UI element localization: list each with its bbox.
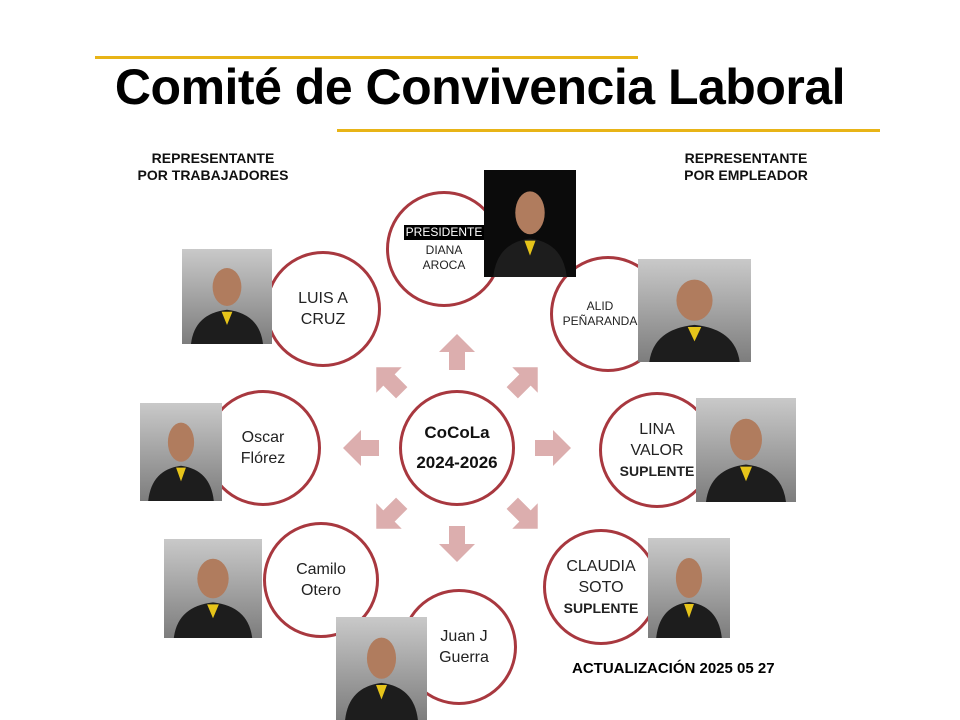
member-name: CLAUDIA (566, 557, 636, 575)
heading-line: POR EMPLEADOR (684, 167, 808, 183)
member-circle-claudia: CLAUDIA SOTO SUPLENTE (543, 529, 659, 645)
accent-line-top (95, 56, 638, 59)
arrow-icon (497, 352, 554, 409)
member-role: SUPLENTE (563, 599, 639, 616)
member-name: SOTO (578, 578, 624, 596)
member-name: Flórez (240, 450, 286, 467)
heading-line: POR TRABAJADORES (137, 167, 289, 183)
center-circle-cocola: CoCoLa 2024-2026 (399, 390, 515, 506)
arrow-icon (361, 488, 418, 545)
member-circle-luis: LUIS A CRUZ (265, 251, 381, 367)
member-name: PEÑARANDA (562, 314, 638, 328)
accent-line-bottom (337, 129, 880, 132)
member-name: Guerra (439, 649, 489, 666)
employer-heading: REPRESENTANTE POR EMPLEADOR (646, 150, 846, 184)
person-silhouette-icon (345, 637, 418, 720)
slide-title: Comité de Convivencia Laboral (114, 59, 846, 115)
member-name: VALOR (630, 441, 684, 459)
workers-heading: REPRESENTANTE POR TRABAJADORES (113, 150, 313, 184)
member-name: AROCA (422, 258, 466, 272)
heading-line: REPRESENTANTE (151, 150, 275, 166)
photo-alid (638, 259, 751, 362)
photo-juan (336, 617, 427, 720)
center-period: 2024-2026 (416, 453, 498, 472)
center-title: CoCoLa (424, 423, 490, 442)
photo-camilo (164, 539, 262, 638)
arrow-icon (437, 332, 477, 372)
member-name: CRUZ (300, 311, 346, 328)
arrow-icon (497, 488, 554, 545)
person-silhouette-icon (656, 558, 722, 638)
member-name: Otero (300, 582, 341, 599)
person-silhouette-icon (191, 268, 263, 344)
arrow-icon (341, 428, 381, 468)
person-silhouette-icon (706, 418, 786, 502)
arrow-icon (437, 524, 477, 564)
president-badge: PRESIDENTE (403, 225, 485, 240)
heading-line: REPRESENTANTE (684, 150, 808, 166)
person-silhouette-icon (148, 422, 214, 501)
member-role: SUPLENTE (619, 462, 695, 479)
person-silhouette-icon (173, 558, 253, 638)
photo-diana (484, 170, 576, 277)
person-silhouette-icon (649, 279, 740, 362)
member-circle-diana: PRESIDENTE DIANA AROCA (386, 191, 502, 307)
photo-luis (182, 249, 272, 344)
member-name: Camilo (296, 561, 346, 578)
photo-oscar (140, 403, 222, 501)
person-silhouette-icon (493, 191, 567, 277)
arrow-icon (361, 352, 418, 409)
photo-lina (696, 398, 796, 502)
member-circle-oscar: Oscar Flórez (205, 390, 321, 506)
member-name: Oscar (241, 429, 285, 446)
member-name: LUIS A (298, 290, 348, 307)
arrow-icon (533, 428, 573, 468)
member-name: ALID (586, 299, 614, 313)
photo-claudia (648, 538, 730, 638)
member-name: LINA (639, 420, 675, 438)
member-name: DIANA (425, 243, 463, 257)
update-note: ACTUALIZACIÓN 2025 05 27 (572, 660, 775, 677)
member-name: Juan J (440, 628, 488, 645)
